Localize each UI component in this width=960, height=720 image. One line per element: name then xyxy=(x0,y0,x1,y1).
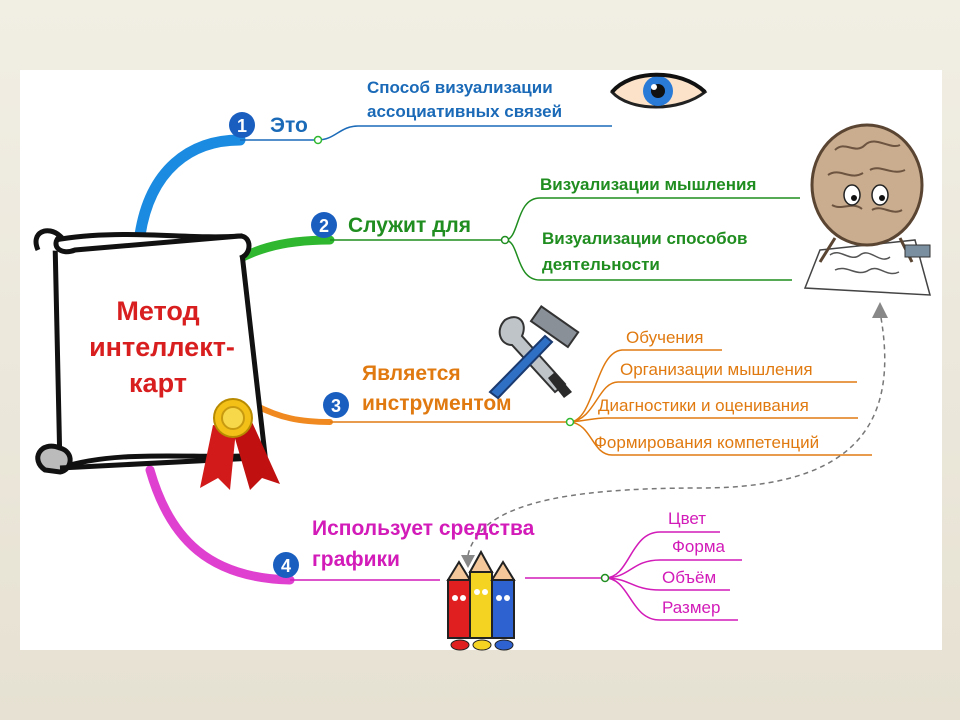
branch-4-child-3: Объём xyxy=(662,568,716,587)
branch-3-label-line1: Является xyxy=(362,362,461,385)
number-badge-4: 4 xyxy=(273,552,299,578)
branch-4-child-2: Форма xyxy=(672,537,726,556)
scroll-icon xyxy=(33,228,268,475)
branch-1-label: Это xyxy=(270,114,308,137)
branch-3-child-2: Организации мышления xyxy=(620,360,813,379)
branch-4-label-line1: Использует средства xyxy=(312,517,535,540)
branch-4-label-line2: графики xyxy=(312,548,400,571)
branch-4-child-4: Размер xyxy=(662,598,720,617)
number-badge-2: 2 xyxy=(311,212,337,238)
branch-2-label: Служит для xyxy=(348,214,471,237)
branch-3-child-1: Обучения xyxy=(626,328,704,347)
branch-2-child-2: Визуализации способов xyxy=(542,229,748,248)
eye-icon xyxy=(610,72,708,109)
branch-2-child-1: Визуализации мышления xyxy=(540,175,756,194)
svg-text:4: 4 xyxy=(281,556,291,576)
center-title-line1: Метод xyxy=(116,296,199,326)
svg-text:2: 2 xyxy=(319,216,329,236)
brain-icon xyxy=(803,123,931,296)
branch-2-child-3: деятельности xyxy=(542,255,660,274)
center-title-line3: карт xyxy=(129,368,187,398)
branch-3-child-4: Формирования компетенций xyxy=(594,433,819,452)
svg-text:1: 1 xyxy=(237,116,247,136)
arrow-head-down-icon xyxy=(461,555,475,568)
branch-4-child-1: Цвет xyxy=(668,509,706,528)
center-title-line2: интеллект- xyxy=(89,332,235,362)
ribbon-badge-icon xyxy=(200,398,280,490)
branch-1-child-1: Способ визуализации xyxy=(367,78,553,97)
pencils-icon xyxy=(446,549,516,651)
dashed-connector-arrow xyxy=(467,311,886,556)
number-badge-1: 1 xyxy=(229,112,255,138)
branch-1-curve xyxy=(134,134,246,241)
arrow-head-up-icon xyxy=(872,302,888,318)
number-badge-3: 3 xyxy=(323,392,349,418)
branch-1-child-2: ассоциативных связей xyxy=(367,102,562,121)
branch-4-curve xyxy=(145,465,295,585)
branch-3-curve xyxy=(252,402,333,425)
tools-icon xyxy=(488,305,580,400)
branch-3-label-line2: инструментом xyxy=(362,392,512,415)
branch-3-child-3: Диагностики и оценивания xyxy=(598,396,809,415)
svg-text:3: 3 xyxy=(331,396,341,416)
